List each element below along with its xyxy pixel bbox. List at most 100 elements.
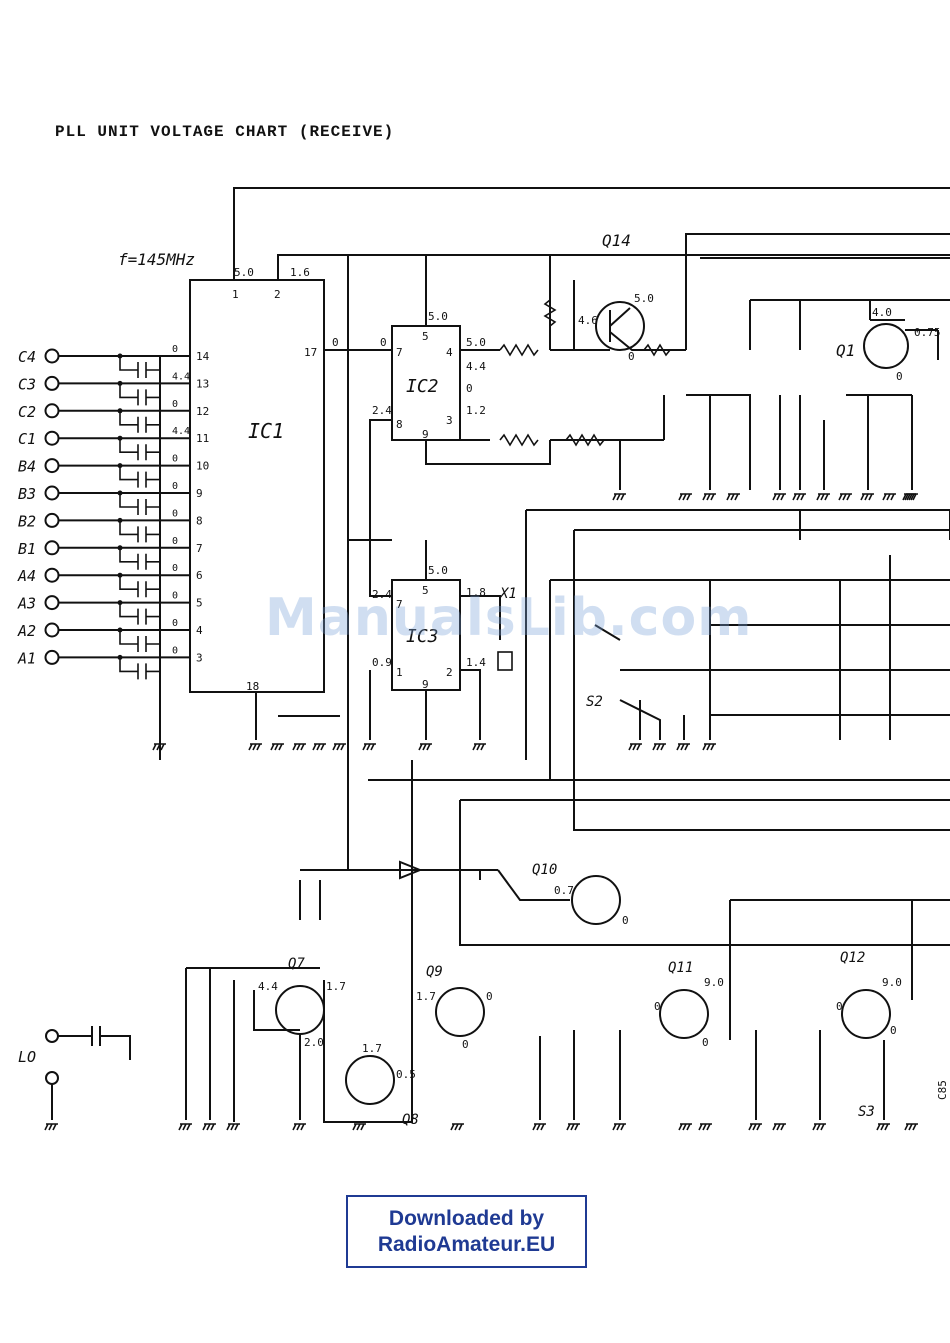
ground-icon	[838, 493, 852, 501]
ic2-pin7-voltage: 0	[380, 336, 387, 349]
q1-label: Q1	[836, 341, 855, 360]
input-label: A1	[17, 649, 36, 667]
ic3-pin9: 9	[422, 678, 429, 691]
q9: Q9 1.7 0 0	[416, 964, 493, 1051]
ground-icon	[226, 1123, 240, 1131]
ic3-pin2-voltage: 1.4	[466, 656, 486, 669]
q12: Q12 9.0 0 0	[836, 950, 902, 1039]
x1-label: X1	[499, 586, 517, 602]
ic2-pin3-voltage: 1.2	[466, 404, 486, 417]
input-terminal	[44, 403, 60, 419]
page-title: PLL UNIT VOLTAGE CHART (RECEIVE)	[55, 123, 395, 141]
ground-icon	[772, 493, 786, 501]
ic2-label: IC2	[406, 376, 439, 397]
q8: Q8 1.7 0.5	[345, 1042, 419, 1128]
ground-icon	[612, 493, 626, 501]
ground-icon	[352, 1123, 366, 1131]
ic2-pin5-voltage: 5.0	[428, 310, 448, 323]
ic1-pin1: 1	[232, 288, 239, 301]
q7: Q7 4.4 1.7 2.0	[258, 956, 346, 1049]
q11: Q11 9.0 0 0	[654, 960, 724, 1049]
ic3-pin5: 5	[422, 584, 429, 597]
ground-icon	[152, 743, 166, 751]
ground-icon	[698, 1123, 712, 1131]
ic1-pin-voltage: 0	[172, 563, 178, 574]
ic1-pin-number: 3	[196, 651, 203, 664]
input-label: C2	[18, 403, 36, 421]
ground-icon	[904, 1123, 918, 1131]
ground-icon	[652, 743, 666, 751]
ic1-pin-number: 12	[196, 405, 209, 418]
ic2-pin9: 9	[422, 428, 429, 441]
input-terminal	[44, 649, 60, 665]
ground-icon	[270, 743, 284, 751]
ic1-pin-number: 7	[196, 542, 203, 555]
input-terminal	[44, 430, 60, 446]
q9-voltage-0-a: 0	[486, 990, 493, 1003]
download-badge: Downloaded by RadioAmateur.EU	[346, 1195, 587, 1268]
ic2-pin7: 7	[396, 346, 403, 359]
q10-voltage-0: 0	[622, 914, 629, 927]
lo-label: LO	[18, 1048, 36, 1066]
ic2-pin4-voltage: 5.0	[466, 336, 486, 349]
ic1-pin-voltage: 0	[172, 591, 178, 602]
ic1-pin-number: 8	[196, 514, 203, 527]
q14-label: Q14	[602, 231, 631, 250]
input-terminal	[44, 512, 60, 528]
input-label: A3	[17, 595, 36, 613]
ground-icon	[882, 493, 896, 501]
ic1-pin-number: 14	[196, 350, 210, 363]
q12-voltage-0-a: 0	[836, 1000, 843, 1013]
ic1-pin-voltage: 0	[172, 645, 178, 656]
filter-bank: S2 X1	[499, 509, 950, 831]
q9-voltage-0-b: 0	[462, 1038, 469, 1051]
ground-icon	[178, 1123, 192, 1131]
q8-label: Q8	[402, 1112, 419, 1128]
q11-voltage-9-0: 9.0	[704, 976, 724, 989]
ground-icon	[792, 493, 806, 501]
lower-wires	[233, 760, 950, 1123]
input-label: C4	[18, 348, 36, 366]
ground-icon	[248, 743, 262, 751]
q14-stage: Q14 5.0 4.6 0	[460, 231, 686, 490]
q12-label: Q12	[840, 950, 865, 966]
input-label: C1	[18, 430, 36, 448]
ic2-pin3: 3	[446, 414, 453, 427]
q9-label: Q9	[426, 964, 443, 980]
ic3-pin1: 1	[396, 666, 403, 679]
input-terminal	[44, 622, 60, 638]
q10-voltage-0-7: 0.7	[554, 884, 574, 897]
ic1-pin-voltage: 0	[172, 481, 178, 492]
ic1-pin-number: 4	[196, 624, 203, 637]
q11-voltage-0-a: 0	[654, 1000, 661, 1013]
ground-icon	[678, 1123, 692, 1131]
ic1-pin-number: 11	[196, 432, 209, 445]
ic3: IC3 5 5.0 7 2.4 1 0.9 9 2 1.4 1.8	[369, 564, 513, 740]
ground-icon	[860, 493, 874, 501]
q7-label: Q7	[288, 956, 305, 972]
ic1-label: IC1	[248, 419, 284, 443]
ground-icon	[566, 1123, 580, 1131]
ic1-pin-number: 6	[196, 569, 203, 582]
input-terminal	[44, 595, 60, 611]
ic1-pin-voltage: 4.4	[172, 426, 190, 437]
ic1-pin-number: 10	[196, 460, 209, 473]
ic2-pin4: 4	[446, 346, 453, 359]
ic1-pin-number: 13	[196, 377, 209, 390]
ground-icon	[748, 1123, 762, 1131]
ground-icon	[812, 1123, 826, 1131]
ground-icon	[292, 743, 306, 751]
q8-voltage-0-5: 0.5	[396, 1068, 416, 1081]
q11-voltage-0-b: 0	[702, 1036, 709, 1049]
lo-input: LO	[18, 1026, 131, 1120]
badge-line2: RadioAmateur.EU	[377, 1232, 556, 1256]
q7-voltage-1-7: 1.7	[326, 980, 346, 993]
c85-label: C85	[936, 1080, 949, 1100]
ic2: IC2 5 5.0 7 0 4 5.0 4.4 0 8 2.4 9 3 1.2	[372, 310, 486, 441]
input-label: A2	[17, 622, 36, 640]
ic3-voltage-1-8: 1.8	[466, 586, 486, 599]
ground-icon	[678, 493, 692, 501]
